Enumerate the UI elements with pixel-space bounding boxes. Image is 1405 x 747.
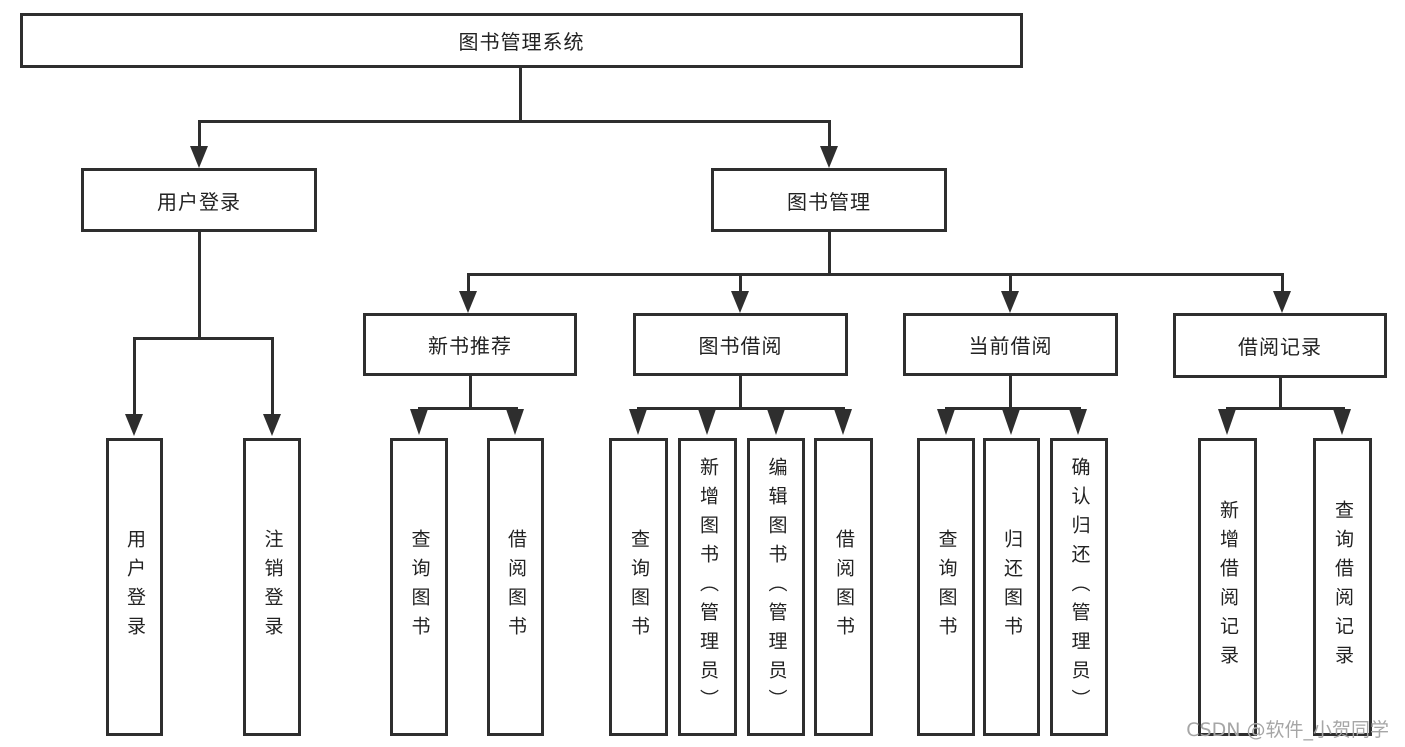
leaf-label: 查询借阅记录 (1331, 500, 1354, 674)
arrowhead-down (410, 409, 428, 435)
arrowhead-down (820, 146, 838, 168)
leaf-label: 编辑图书（管理员） (765, 456, 788, 718)
leaf-query-books-current: 查询图书 (917, 438, 975, 736)
leaf-label: 借阅图书 (504, 529, 527, 645)
node-user-login: 用户登录 (81, 168, 317, 232)
connector-hline (132, 337, 274, 340)
leaf-label: 借阅图书 (832, 529, 855, 645)
arrowhead-down (834, 409, 852, 435)
node-label: 用户登录 (157, 189, 241, 214)
leaf-add-borrow-record: 新增借阅记录 (1198, 438, 1257, 736)
node-borrowing-records: 借阅记录 (1173, 313, 1387, 378)
connector-vline (1278, 378, 1282, 409)
leaf-label: 用户登录 (123, 529, 146, 645)
leaf-label: 确认归还（管理员） (1068, 456, 1091, 718)
leaf-borrow-books: 借阅图书 (814, 438, 873, 736)
node-new-book-recommendation: 新书推荐 (363, 313, 577, 376)
leaf-label: 新增借阅记录 (1216, 500, 1239, 674)
connector-vline (1008, 376, 1012, 409)
node-label: 当前借阅 (968, 334, 1053, 358)
arrowhead-down (1001, 291, 1019, 313)
node-current-borrowing: 当前借阅 (903, 313, 1118, 376)
node-label: 图书管理系统 (458, 30, 585, 54)
leaf-query-borrow-record: 查询借阅记录 (1313, 438, 1372, 736)
connector-hline (197, 120, 831, 123)
connector-vline (827, 232, 831, 276)
leaf-logout: 注销登录 (243, 438, 301, 736)
leaf-confirm-return-admin: 确认归还（管理员） (1050, 438, 1108, 736)
connector-vline (519, 68, 522, 122)
node-library-management-system: 图书管理系统 (20, 13, 1023, 68)
connector-drop (466, 273, 470, 293)
leaf-label: 查询图书 (408, 529, 431, 645)
connector-drop (197, 120, 201, 150)
arrowhead-down (125, 414, 143, 436)
csdn-watermark: CSDN @软件_小贺同学 (1186, 719, 1389, 741)
node-book-borrowing: 图书借阅 (633, 313, 848, 376)
arrowhead-down (1069, 409, 1087, 435)
connector-hline (417, 407, 518, 410)
leaf-add-books-admin: 新增图书（管理员） (678, 438, 737, 736)
connector-hline (466, 273, 1284, 276)
arrowhead-down (629, 409, 647, 435)
leaf-label: 查询图书 (935, 529, 958, 645)
connector-drop (132, 337, 136, 415)
connector-hline (1225, 407, 1345, 410)
connector-hline (944, 407, 1081, 410)
leaf-label: 注销登录 (261, 529, 284, 645)
connector-drop (270, 337, 274, 415)
node-label: 新书推荐 (428, 334, 512, 358)
leaf-query-books-borrowing: 查询图书 (609, 438, 668, 736)
node-label: 借阅记录 (1238, 335, 1322, 359)
node-book-management: 图书管理 (711, 168, 947, 232)
connector-drop (738, 273, 742, 293)
connector-drop (827, 120, 831, 150)
arrowhead-down (459, 291, 477, 313)
arrowhead-down (190, 146, 208, 168)
leaf-query-books-recommend: 查询图书 (390, 438, 448, 736)
arrowhead-down (1002, 409, 1020, 435)
connector-hline (636, 407, 845, 410)
leaf-user-login: 用户登录 (106, 438, 163, 736)
arrowhead-down (263, 414, 281, 436)
leaf-edit-books-admin: 编辑图书（管理员） (747, 438, 805, 736)
node-label: 图书管理 (787, 189, 871, 214)
leaf-borrow-books-recommend: 借阅图书 (487, 438, 544, 736)
connector-vline (197, 232, 201, 340)
leaf-return-books: 归还图书 (983, 438, 1040, 736)
arrowhead-down (1333, 409, 1351, 435)
arrowhead-down (506, 409, 524, 435)
connector-vline (468, 376, 472, 409)
arrowhead-down (1273, 291, 1291, 313)
connector-vline (738, 376, 742, 409)
arrowhead-down (937, 409, 955, 435)
arrowhead-down (1218, 409, 1236, 435)
arrowhead-down (767, 409, 785, 435)
leaf-label: 新增图书（管理员） (696, 456, 719, 718)
arrowhead-down (731, 291, 749, 313)
node-label: 图书借阅 (698, 334, 783, 358)
connector-drop (1280, 273, 1284, 293)
arrowhead-down (698, 409, 716, 435)
connector-drop (1008, 273, 1012, 293)
leaf-label: 查询图书 (627, 529, 650, 645)
leaf-label: 归还图书 (1000, 529, 1023, 645)
